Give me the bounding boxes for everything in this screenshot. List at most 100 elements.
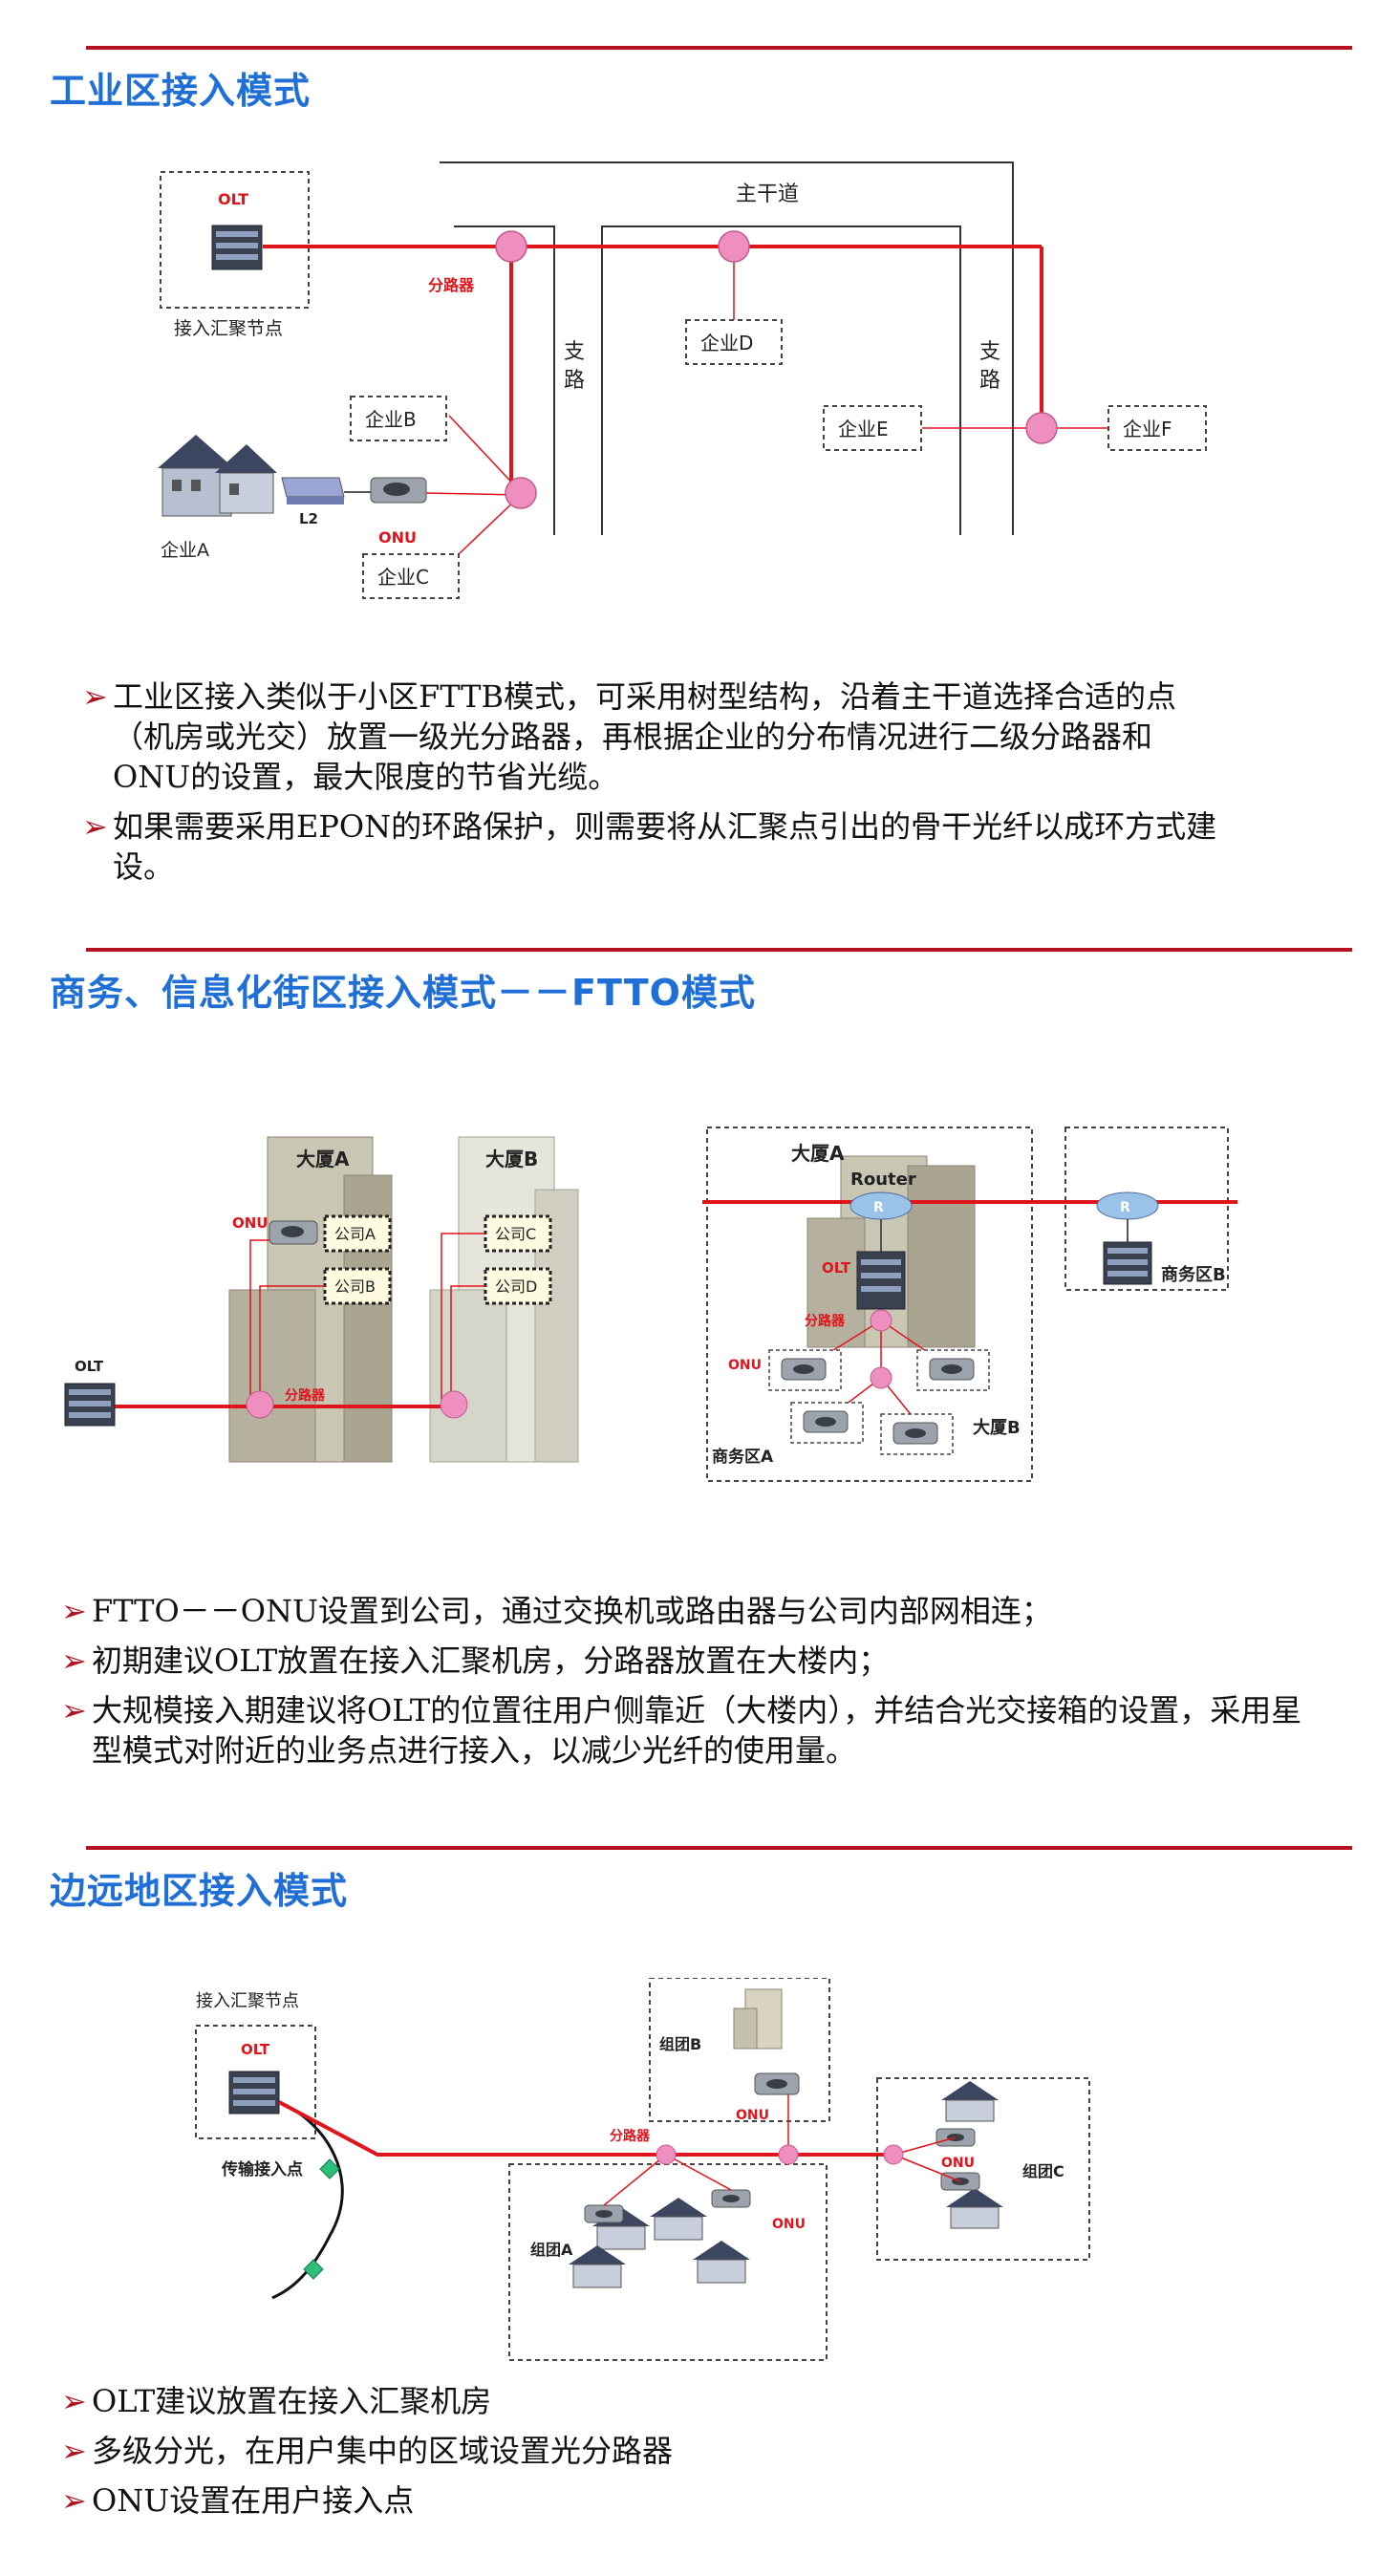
fiber-drops (424, 247, 1108, 555)
biz-zone-b-box (1064, 1127, 1229, 1291)
bullet-marker-icon: ➢ (61, 1692, 87, 1728)
bullet-marker-icon: ➢ (61, 1642, 87, 1679)
olt-device-icon (228, 2071, 280, 2114)
section2-bullet-2: ➢初期建议OLT放置在接入汇聚机房，分路器放置在大楼内； (61, 1642, 890, 1679)
connector-node-1 (319, 2158, 340, 2179)
right-building-b-label: 大厦B (973, 1417, 1021, 1438)
enterprise-e-label: 企业E (838, 418, 889, 440)
section3-bullet-3: ➢ONU设置在用户接入点 (61, 2482, 415, 2519)
splitter-label: 分路器 (610, 2128, 651, 2144)
splitter-node-left-1 (246, 1390, 274, 1419)
section1-bullet-1: ➢工业区接入类似于小区FTTB模式，可采用树型结构，沿着主干道选择合适的点（机房… (82, 678, 1177, 795)
branch-road-right-char2: 路 (979, 369, 1000, 393)
group-b-onu-label: ONU (736, 2108, 769, 2123)
enterprise-c-label: 企业C (377, 566, 429, 589)
group-a-onu-label: ONU (772, 2217, 806, 2232)
bullet-marker-icon: ➢ (61, 1593, 87, 1629)
section1-bullet-2: ➢如果需要采用EPON的环路保护，则需要将从汇聚点引出的骨干光纤以成环方式建设。 (82, 808, 1217, 885)
enterprise-f-label: 企业F (1123, 418, 1172, 440)
olt-label: OLT (218, 190, 248, 208)
right-building-icon (806, 1155, 976, 1348)
right-onu-label: ONU (728, 1358, 762, 1373)
section2-rule (86, 948, 1352, 952)
splitter-node-3 (883, 2144, 904, 2165)
branch-road-right-char1: 支 (979, 340, 1000, 364)
splitter-label: 分路器 (285, 1387, 326, 1404)
company-c-label: 公司C (495, 1225, 536, 1243)
section2-bullet-1: ➢FTTO－－ONU设置到公司，通过交换机或路由器与公司内部网相连； (61, 1593, 1052, 1629)
group-a-box (508, 2163, 828, 2361)
transmission-ring (271, 2100, 344, 2300)
onu-device-icon (269, 1220, 318, 1245)
router-icon: R (849, 1191, 913, 1220)
group-c-box (876, 2077, 1090, 2261)
section2-title: 商务、信息化街区接入模式－－FTTO模式 (50, 972, 756, 1014)
onu-device-icons (781, 1358, 975, 1445)
transmission-point-label: 传输接入点 (221, 2159, 303, 2179)
section1-bullets: ➢工业区接入类似于小区FTTB模式，可采用树型结构，沿着主干道选择合适的点（机房… (82, 676, 1229, 896)
section1-title: 工业区接入模式 (50, 70, 312, 112)
enterprise-a-buildings-icon (158, 435, 277, 517)
enterprise-d-box (685, 319, 783, 365)
router-label: Router (850, 1170, 916, 1190)
group-b-box (649, 1978, 830, 2122)
section1-rule (86, 46, 1352, 50)
group-b-onu-icon (754, 2072, 800, 2095)
enterprise-f-box (1107, 405, 1207, 451)
splitter-node-left-2 (440, 1390, 468, 1419)
olt-device-icon (211, 225, 263, 270)
right-splitter-label: 分路器 (805, 1313, 846, 1329)
section3-rule (86, 1846, 1352, 1850)
olt-box (195, 2025, 316, 2139)
fiber-main (278, 2100, 893, 2157)
section3-diagram: 接入汇聚节点 OLT 传输接入点 组团B ONU 组团A ONU (0, 1978, 1376, 2370)
olt-box (160, 171, 310, 309)
bullet-marker-icon: ➢ (82, 678, 108, 715)
splitter-node-2 (778, 2144, 799, 2165)
splitter-node-3 (1025, 412, 1058, 444)
svg-text:R: R (873, 1200, 884, 1215)
biz-zone-a-label: 商务区A (712, 1447, 774, 1467)
splitter-node-4 (505, 477, 537, 509)
splitter-node-right-1 (870, 1309, 892, 1332)
enterprise-e-box (823, 405, 922, 451)
right-olt-device-icon (856, 1251, 906, 1310)
onu-box-2 (916, 1349, 990, 1391)
svg-text:R: R (1120, 1200, 1130, 1215)
enterprise-b-label: 企业B (365, 408, 417, 431)
connector-node-2 (303, 2259, 324, 2280)
olt-caption: 接入汇聚节点 (196, 1991, 299, 2011)
company-a-box (323, 1214, 392, 1253)
group-c-houses-icon (941, 2081, 1003, 2229)
group-b-label: 组团B (659, 2035, 701, 2053)
splitter-node-right-2 (870, 1366, 892, 1389)
group-a-onu-icons (584, 2189, 751, 2223)
bullet-marker-icon: ➢ (61, 2482, 87, 2519)
l2-switch-icon (281, 477, 345, 504)
section2-bullets: ➢FTTO－－ONU设置到公司，通过交换机或路由器与公司内部网相连； ➢初期建议… (61, 1591, 1332, 1780)
building-a-label: 大厦A (296, 1148, 350, 1170)
section3-title: 边远地区接入模式 (50, 1870, 349, 1912)
enterprise-b-box (350, 396, 447, 441)
building-b-label: 大厦B (485, 1148, 538, 1170)
company-a-label: 公司A (334, 1225, 376, 1243)
section1-diagram: 主干道 支 路 支 路 OLT 接入汇聚节点 分路器 企业D 企业B (0, 143, 1376, 640)
bullet-marker-icon: ➢ (61, 2433, 87, 2469)
olt-caption: 接入汇聚节点 (174, 318, 283, 339)
group-a-houses-icon (569, 2198, 750, 2288)
branch-road-left-char1: 支 (564, 340, 585, 364)
biz-zone-b-label: 商务区B (1161, 1264, 1226, 1285)
right-olt-label: OLT (822, 1259, 851, 1277)
bullet-marker-icon: ➢ (61, 2383, 87, 2419)
road-outline (440, 161, 1014, 535)
fiber-trunk (263, 245, 1043, 492)
section3-bullets: ➢OLT建议放置在接入汇聚机房 ➢多级分光，在用户集中的区域设置光分路器 ➢ON… (61, 2381, 1332, 2530)
olt-device-icon (64, 1383, 116, 1427)
onu-device-icon (370, 477, 427, 504)
company-d-label: 公司D (495, 1277, 537, 1296)
zone-b-olt-device-icon (1103, 1241, 1152, 1285)
splitter-node-1 (656, 2144, 677, 2165)
enterprise-a-label: 企业A (161, 540, 209, 561)
olt-label: OLT (75, 1358, 104, 1375)
group-b-building-icon (733, 1988, 783, 2050)
